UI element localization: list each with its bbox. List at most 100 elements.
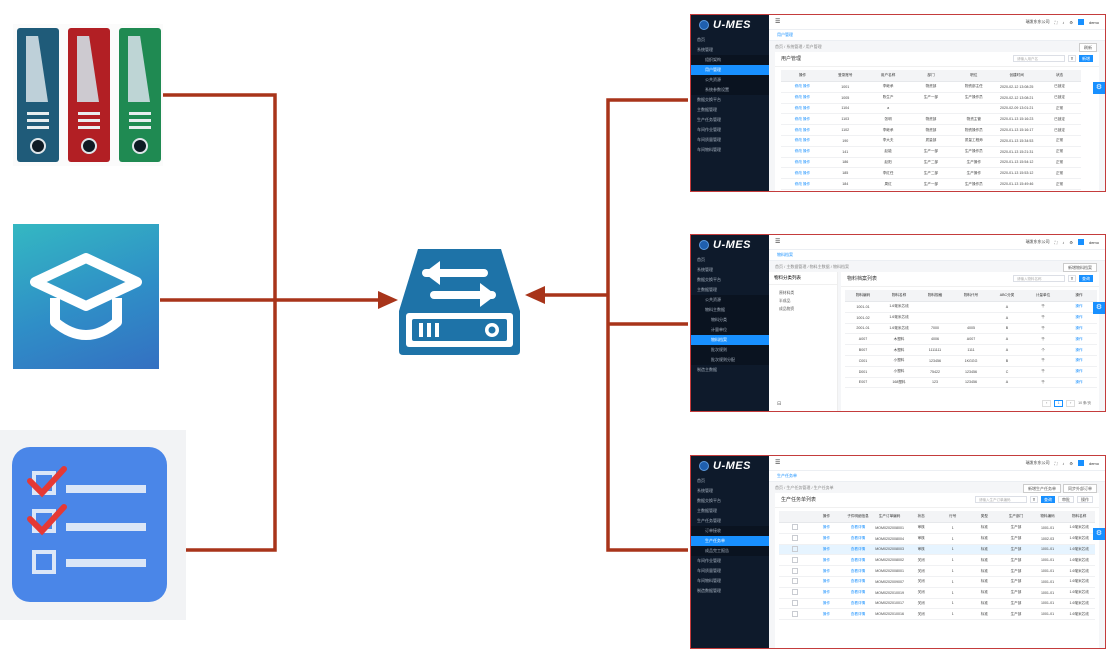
- sidebar-menu-item[interactable]: 组织架构: [691, 55, 769, 65]
- sidebar-menu-item[interactable]: 计量单位: [691, 325, 769, 335]
- sidebar-menu-item[interactable]: 车间作业管理: [697, 558, 721, 563]
- sidebar-menu-item[interactable]: 系统管理: [697, 267, 713, 272]
- sidebar-menu-item[interactable]: 用户管理: [691, 65, 769, 75]
- row-checkbox[interactable]: [791, 589, 798, 596]
- row-checkbox[interactable]: [791, 545, 798, 552]
- settings-gear-icon[interactable]: ⚙: [1093, 528, 1105, 540]
- query-button[interactable]: 查询: [1041, 496, 1055, 503]
- sidebar-menu-item[interactable]: 主数据管理: [697, 508, 717, 513]
- sidebar-menu-item[interactable]: 车间物料管理: [697, 147, 721, 152]
- pager-current[interactable]: 1: [1054, 400, 1064, 407]
- sidebar-menu-item[interactable]: 系统管理: [697, 488, 713, 493]
- bell-icon[interactable]: ♪: [1062, 19, 1065, 25]
- sidebar-menu-item[interactable]: 首页: [697, 478, 705, 483]
- tab-current[interactable]: 生产任务单: [769, 471, 1105, 482]
- column-header[interactable]: 生产订单编码: [873, 511, 906, 523]
- sidebar-menu-item[interactable]: 数据交换平台: [697, 498, 721, 503]
- sidebar-menu-item[interactable]: 首页: [697, 37, 705, 42]
- column-header[interactable]: 职位: [952, 70, 996, 82]
- sidebar-menu-item[interactable]: 成品完工报告: [691, 546, 769, 556]
- column-header[interactable]: 创建时间: [995, 70, 1039, 82]
- sidebar-menu-item[interactable]: 批次规则: [691, 345, 769, 355]
- column-header[interactable]: 计量单位: [1025, 290, 1061, 302]
- sidebar-menu-item[interactable]: 首页: [697, 257, 705, 262]
- column-header[interactable]: ABC分类: [989, 290, 1025, 302]
- sidebar-menu-item[interactable]: 车间作业管理: [697, 127, 721, 132]
- column-header[interactable]: 操作: [1061, 290, 1097, 302]
- operation-dropdown[interactable]: 操作: [1077, 496, 1093, 503]
- bell-icon[interactable]: ♪: [1062, 239, 1065, 245]
- column-header[interactable]: 用户名称: [866, 70, 910, 82]
- row-checkbox[interactable]: [791, 524, 798, 531]
- sidebar-menu-item[interactable]: 数据交换平台: [697, 97, 721, 102]
- sidebar-menu-item[interactable]: 数据交换平台: [697, 277, 721, 282]
- sidebar-menu-item[interactable]: 生产任务管理: [697, 117, 721, 122]
- sidebar-menu-item[interactable]: 车间质量管理: [697, 137, 721, 142]
- row-checkbox[interactable]: [791, 599, 798, 606]
- tab-current[interactable]: 物料档案: [769, 250, 1105, 261]
- avatar[interactable]: [1077, 460, 1084, 466]
- column-header[interactable]: 登录账号: [823, 70, 867, 82]
- row-checkbox[interactable]: [791, 556, 798, 563]
- user-name[interactable]: demo: [1088, 19, 1099, 25]
- user-name[interactable]: demo: [1088, 239, 1099, 245]
- fullscreen-icon[interactable]: ⛶: [1054, 460, 1058, 466]
- search-input[interactable]: 请输入物料名称: [1013, 275, 1065, 282]
- sidebar-menu-item[interactable]: 主数据管理: [697, 107, 717, 112]
- row-checkbox[interactable]: [791, 535, 798, 542]
- sidebar-menu-item[interactable]: 系统管理: [697, 47, 713, 52]
- sidebar-menu-item[interactable]: 系统参数设置: [691, 85, 769, 95]
- column-header[interactable]: 物料名称: [1063, 511, 1095, 523]
- search-input[interactable]: 请输入生产订单编码: [975, 496, 1027, 503]
- column-header[interactable]: [779, 511, 811, 523]
- settings-gear-icon[interactable]: ⚙: [1093, 82, 1105, 94]
- hamburger-icon[interactable]: ☰: [775, 239, 781, 245]
- filter-icon[interactable]: ⊽: [1068, 55, 1076, 62]
- sidebar-menu-item[interactable]: 公共资源: [691, 75, 769, 85]
- column-header[interactable]: 物料代号: [953, 290, 989, 302]
- sidebar-menu-item[interactable]: 生产任务单: [691, 536, 769, 546]
- column-header[interactable]: 操作: [781, 70, 824, 82]
- sidebar-menu-item[interactable]: 制造主数据: [697, 367, 717, 372]
- column-header[interactable]: 生产部门: [1000, 511, 1032, 523]
- approve-dropdown[interactable]: 审批: [1058, 496, 1074, 503]
- tree-item[interactable]: 原材料类: [779, 291, 795, 295]
- gear-icon[interactable]: ⚙: [1069, 460, 1073, 466]
- search-input[interactable]: 请输入用户名: [1013, 55, 1065, 62]
- column-header[interactable]: 部门: [909, 70, 953, 82]
- sidebar-menu-item[interactable]: 车间质量管理: [697, 568, 721, 573]
- tree-item[interactable]: 成品物资: [779, 307, 795, 311]
- bell-icon[interactable]: ♪: [1062, 460, 1065, 466]
- column-header[interactable]: 状态: [1038, 70, 1081, 82]
- row-checkbox[interactable]: [791, 567, 798, 574]
- tree-item[interactable]: 半成品: [779, 299, 791, 303]
- pager-prev[interactable]: ‹: [1042, 400, 1052, 407]
- fullscreen-icon[interactable]: ⛶: [1054, 239, 1058, 245]
- add-material-button[interactable]: 新增物料档案: [1063, 263, 1097, 272]
- column-header[interactable]: 子件明细信息: [842, 511, 874, 523]
- avatar[interactable]: [1077, 239, 1084, 245]
- column-header[interactable]: 状态: [905, 511, 937, 523]
- column-header[interactable]: 物料编码: [845, 290, 881, 302]
- sidebar-menu-item[interactable]: 物料分类: [691, 315, 769, 325]
- column-header[interactable]: 类型: [968, 511, 1001, 523]
- gear-icon[interactable]: ⚙: [1069, 239, 1073, 245]
- sidebar-menu-item[interactable]: 公共资源: [691, 295, 769, 305]
